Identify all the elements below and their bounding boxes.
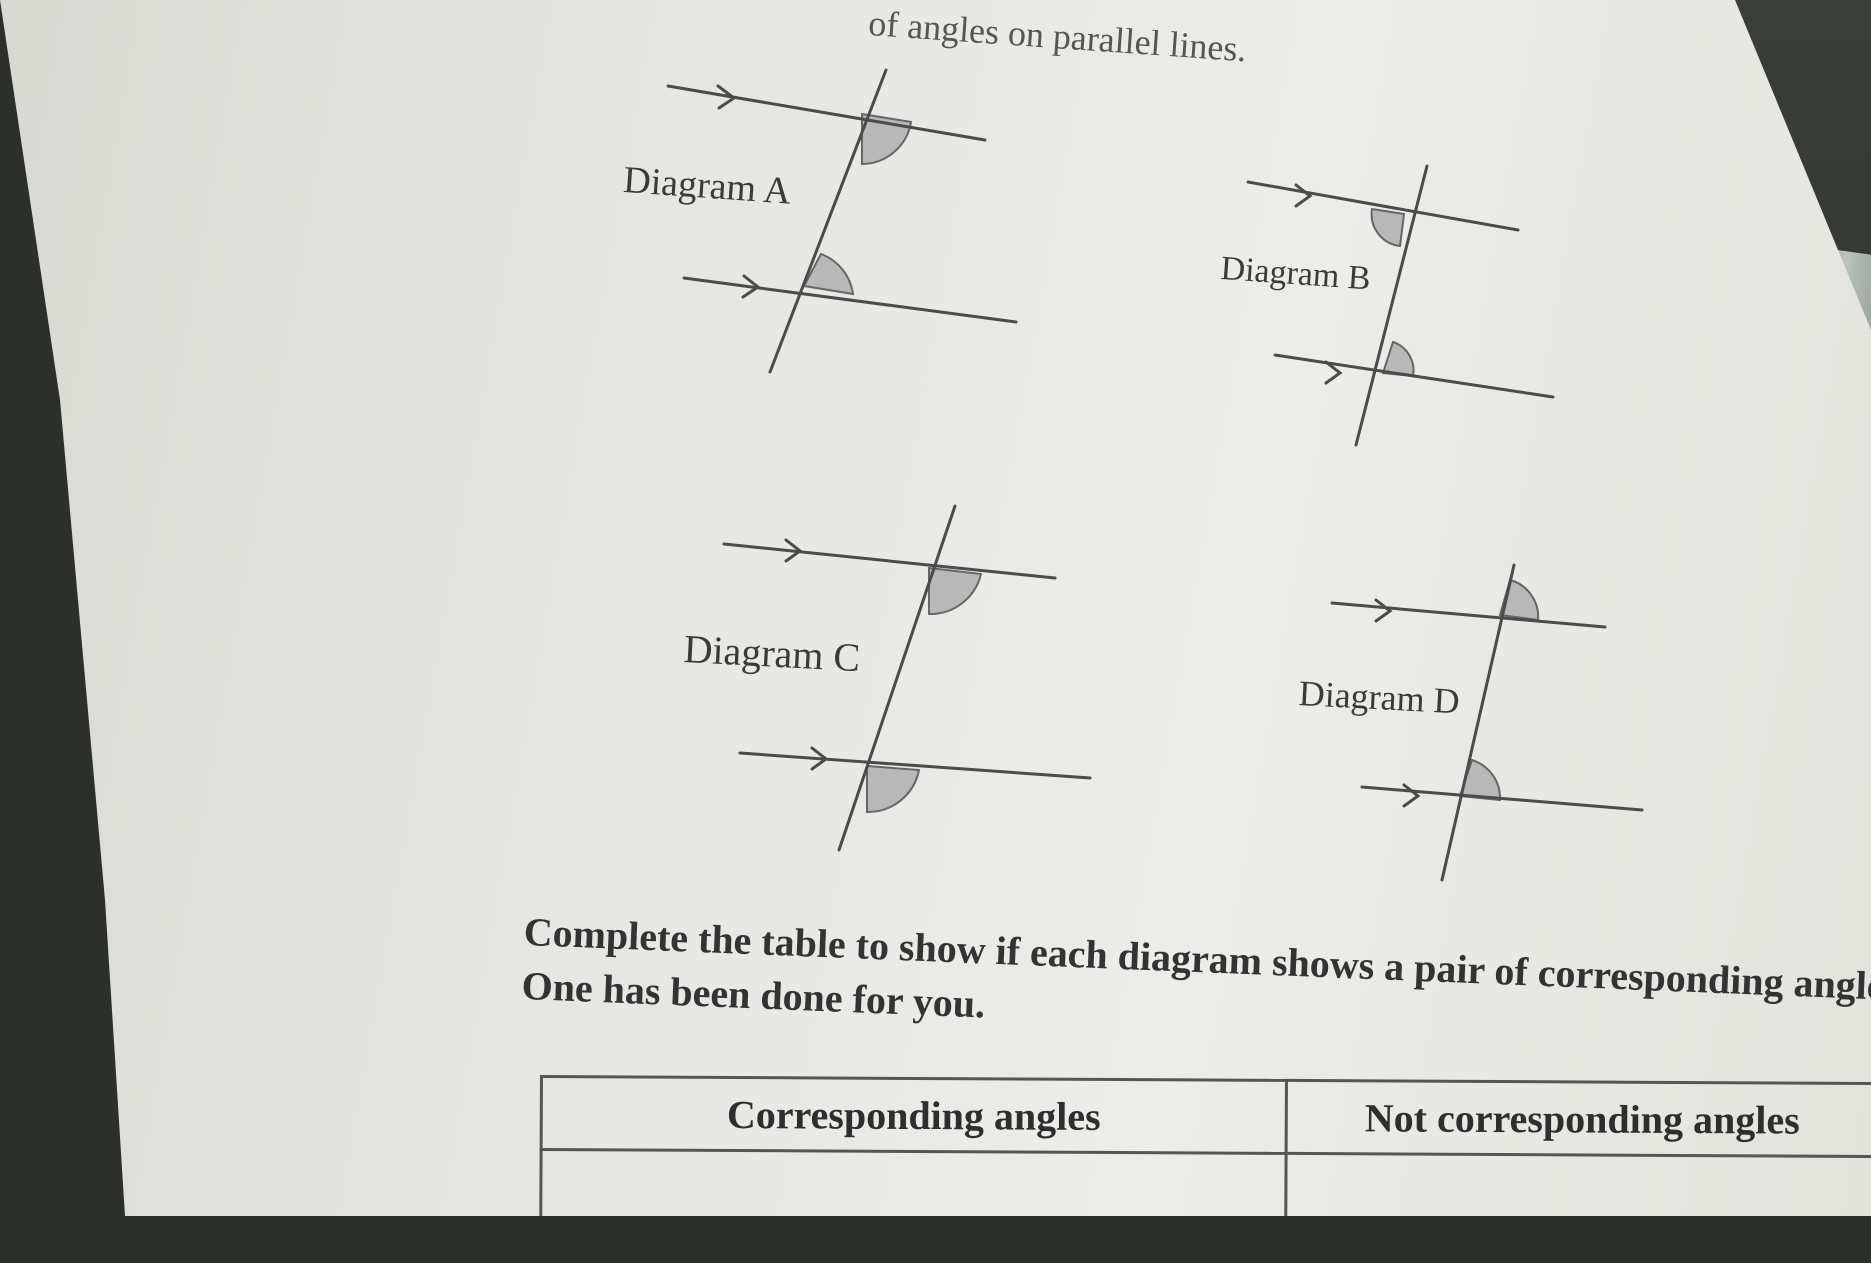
diagram-b-angle-1 xyxy=(1370,207,1406,248)
diagram-b-arrow-2 xyxy=(1324,360,1343,385)
diagram-b-parallel-line-1 xyxy=(1246,180,1520,232)
diagram-c-arrow-2 xyxy=(810,746,829,771)
worksheet-paper: of angles on parallel lines. Diagram A D… xyxy=(0,0,1871,1216)
diagram-c-parallel-line-1 xyxy=(722,542,1057,580)
diagram-a-transversal xyxy=(768,68,888,374)
diagram-c-angle-2 xyxy=(866,764,921,814)
diagram-c-transversal xyxy=(837,504,957,852)
diagram-b xyxy=(1246,164,1555,447)
header-corresponding-angles: Corresponding angles xyxy=(541,1076,1287,1154)
diagram-d-arrow-2 xyxy=(1402,783,1421,808)
diagram-d-arrow-1 xyxy=(1374,598,1393,623)
diagram-b-arrow-1 xyxy=(1294,183,1313,208)
parallel-lines-figure xyxy=(666,68,1644,882)
diagram-a-arrow-1 xyxy=(716,84,737,110)
diagram-a-arrow-2 xyxy=(741,274,761,299)
header-not-corresponding-angles: Not corresponding angles xyxy=(1286,1080,1871,1157)
diagram-c-parallel-line-2 xyxy=(738,751,1092,780)
diagram-c-angle-1 xyxy=(928,566,983,616)
diagram-d-parallel-line-2 xyxy=(1360,785,1644,812)
diagram-d-parallel-line-1 xyxy=(1330,601,1607,629)
diagram-b-transversal xyxy=(1354,164,1429,447)
table-header-row: Corresponding angles Not corresponding a… xyxy=(541,1076,1871,1157)
diagram-d xyxy=(1330,563,1644,882)
diagram-d-label: Diagram D xyxy=(1297,672,1461,722)
answer-table: Corresponding angles Not corresponding a… xyxy=(539,1075,1871,1216)
table-row xyxy=(540,1149,1871,1216)
not-corresponding-answer-cell[interactable] xyxy=(1285,1153,1871,1216)
diagram-c-label: Diagram C xyxy=(682,625,862,681)
diagram-d-transversal xyxy=(1440,563,1516,882)
diagram-c xyxy=(722,504,1092,852)
diagram-a-angle-2 xyxy=(802,252,855,296)
diagram-a-parallel-line-2 xyxy=(682,276,1018,324)
corresponding-answer-cell[interactable] xyxy=(540,1149,1287,1216)
diagram-a-parallel-line-1 xyxy=(666,84,987,142)
diagram-b-parallel-line-2 xyxy=(1273,353,1555,399)
diagram-a xyxy=(666,68,1018,374)
diagram-c-arrow-1 xyxy=(784,538,803,563)
